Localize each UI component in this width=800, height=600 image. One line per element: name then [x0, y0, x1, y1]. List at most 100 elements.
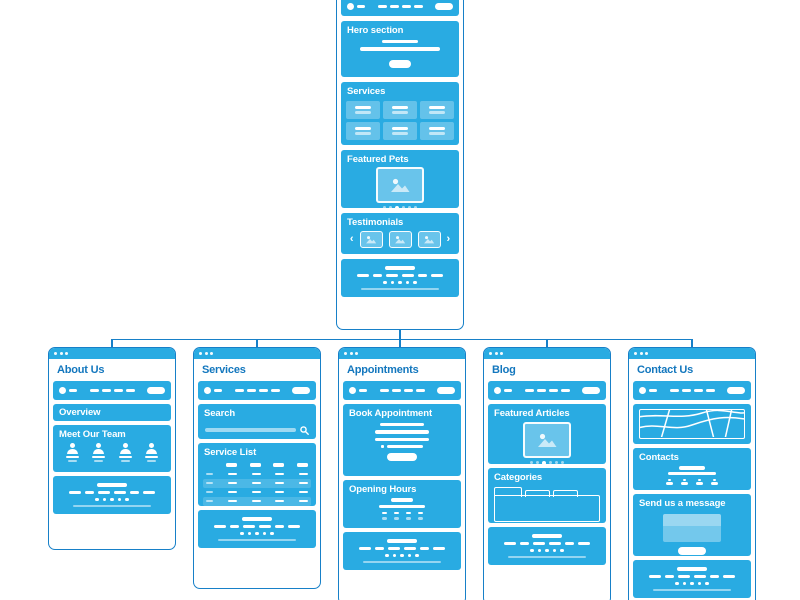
nav-bar	[488, 381, 606, 400]
window-dot-icon	[634, 352, 637, 355]
page-node-appointments[interactable]: Appointments Book Appointment	[338, 347, 466, 600]
home-section-featured-pets: Featured Pets	[341, 150, 459, 208]
person-icon	[145, 442, 159, 462]
contact-section-message: Send us a message	[633, 494, 751, 556]
image-placeholder-icon	[359, 230, 383, 248]
section-title: Service List	[204, 447, 257, 458]
window-dot-icon	[645, 352, 648, 355]
window-dot-icon	[59, 352, 63, 355]
section-title: Hero section	[347, 25, 404, 36]
page-title: Blog	[492, 364, 516, 376]
services-section-search: Search	[198, 404, 316, 439]
send-button	[678, 546, 706, 555]
home-nav-bar	[341, 0, 459, 16]
image-placeholder-icon	[417, 230, 441, 248]
contact-section-contacts: Contacts	[633, 448, 751, 490]
logo-icon	[347, 3, 354, 10]
connector-stub-blog	[546, 339, 548, 348]
nav-bar	[343, 381, 461, 400]
window-dot-icon	[489, 352, 492, 355]
about-section-overview: Overview	[53, 404, 171, 421]
blog-footer	[488, 527, 606, 565]
image-placeholder-icon	[388, 230, 412, 248]
social-dots	[383, 280, 417, 285]
page-node-about[interactable]: About Us Overview Meet Our Team	[48, 347, 176, 550]
page-node-blog[interactable]: Blog Featured Articles	[483, 347, 611, 600]
social-dots	[385, 553, 419, 558]
category-tabs	[488, 483, 606, 497]
logo-icon	[349, 387, 356, 394]
window-dot-icon	[199, 352, 202, 355]
social-dots	[95, 497, 129, 502]
window-dot-icon	[349, 352, 353, 355]
browser-bar	[194, 348, 320, 359]
nav-bar	[198, 381, 316, 400]
browser-bar	[49, 348, 175, 359]
home-footer	[341, 259, 459, 297]
carousel-dots	[529, 460, 565, 464]
window-dot-icon	[500, 352, 503, 355]
contact-footer	[633, 560, 751, 598]
nav-button	[147, 387, 165, 394]
blog-section-featured: Featured Articles	[488, 404, 606, 464]
tab-active	[494, 486, 522, 497]
image-placeholder-icon	[376, 166, 424, 203]
message-textarea	[663, 513, 721, 542]
section-title: Testimonials	[347, 217, 404, 228]
book-button	[387, 453, 417, 461]
person-icon	[65, 442, 79, 462]
nav-button	[437, 387, 455, 394]
section-title: Opening Hours	[349, 484, 417, 495]
section-title: Featured Articles	[494, 408, 570, 419]
window-dot-icon	[355, 352, 358, 355]
page-title: Services	[202, 364, 246, 376]
page-node-services[interactable]: Services Search Service List	[193, 347, 321, 589]
section-title: Search	[204, 408, 236, 419]
section-title: Services	[347, 86, 386, 97]
home-section-services: Services	[341, 82, 459, 145]
search-icon	[300, 425, 309, 435]
section-title: Categories	[494, 472, 543, 483]
carousel-next-icon: ›	[446, 232, 451, 245]
connector-horizontal	[111, 338, 693, 341]
social-dots	[240, 531, 274, 536]
window-dot-icon	[639, 352, 643, 355]
social-dots	[675, 581, 709, 586]
about-footer	[53, 476, 171, 514]
nav-bar	[633, 381, 751, 400]
contact-items	[666, 478, 718, 485]
section-title: Send us a message	[639, 498, 726, 509]
page-node-contact[interactable]: Contact Us	[628, 347, 756, 600]
logo-icon	[59, 387, 66, 394]
logo-icon	[494, 387, 501, 394]
service-cards	[341, 97, 459, 140]
browser-bar	[629, 348, 755, 359]
logo-icon	[204, 387, 211, 394]
hero-cta-button	[389, 59, 411, 68]
services-section-list: Service List	[198, 443, 316, 506]
section-title: Contacts	[639, 452, 679, 463]
connector-stub-services	[256, 339, 258, 348]
section-title: Overview	[59, 407, 101, 418]
appointments-footer	[343, 532, 461, 570]
page-node-home[interactable]: Hero section Services	[336, 0, 464, 330]
service-table	[198, 458, 316, 506]
window-dot-icon	[204, 352, 208, 355]
section-title: Book Appointment	[349, 408, 433, 419]
team-members	[53, 440, 171, 462]
window-dot-icon	[344, 352, 347, 355]
tab	[525, 489, 550, 497]
social-dots	[530, 548, 564, 553]
home-section-testimonials: Testimonials ‹ ›	[341, 213, 459, 254]
nav-button	[582, 387, 600, 394]
tab	[553, 489, 578, 497]
nav-button	[435, 3, 453, 10]
browser-bar	[339, 348, 465, 359]
category-panel	[494, 495, 600, 522]
section-title: Featured Pets	[347, 154, 409, 165]
search-input	[205, 428, 296, 432]
person-icon	[118, 442, 132, 462]
blog-section-categories: Categories	[488, 468, 606, 523]
home-section-hero: Hero section	[341, 21, 459, 77]
